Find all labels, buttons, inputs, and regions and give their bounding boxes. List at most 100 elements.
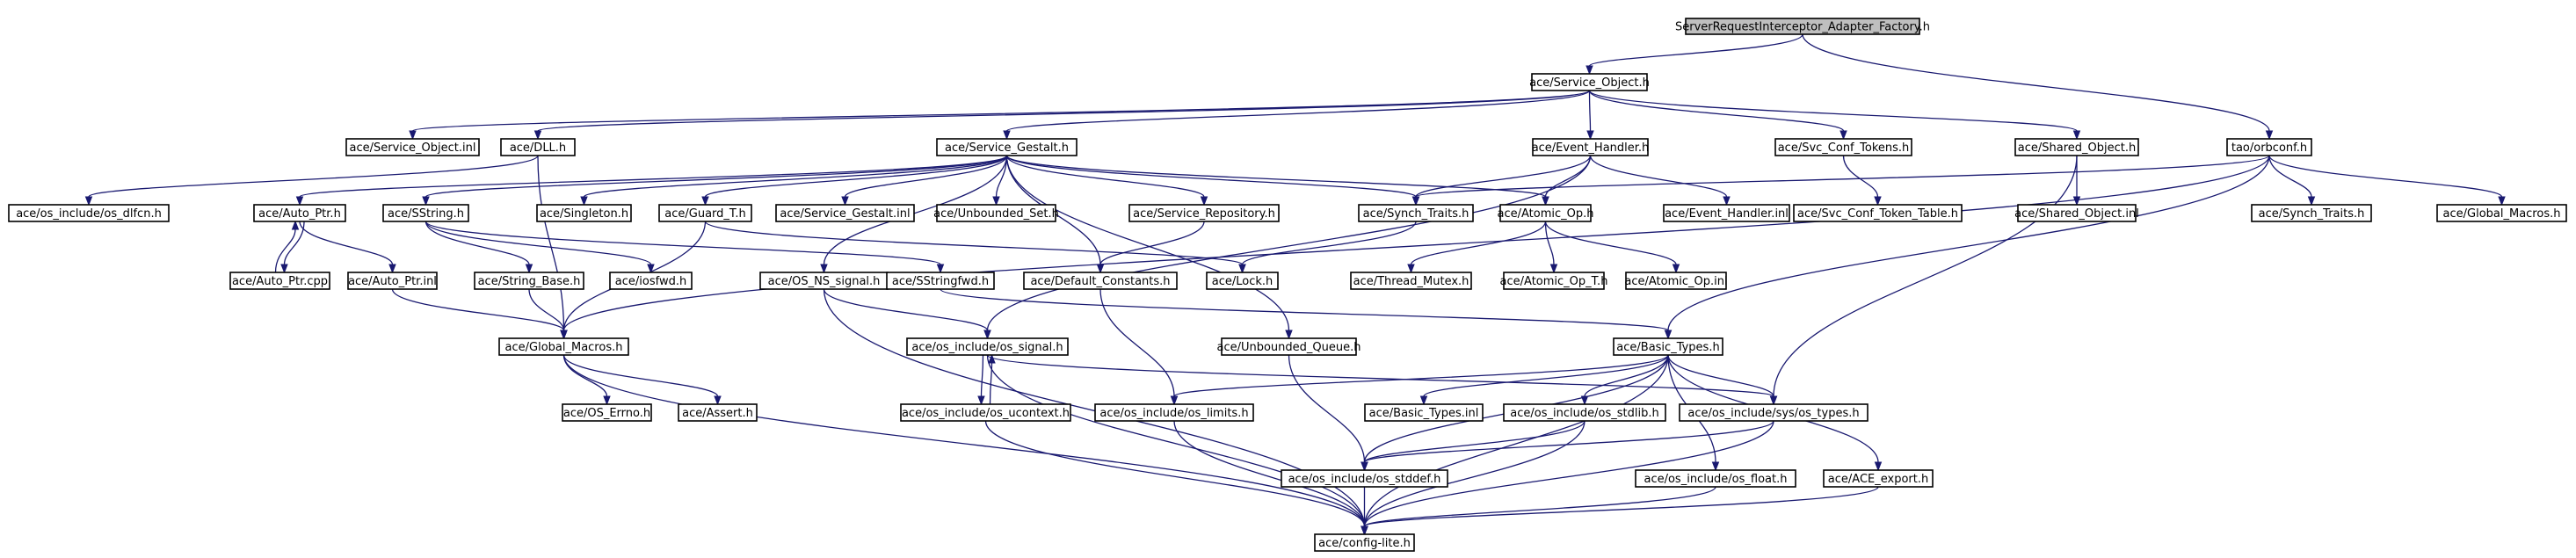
edge-atomic_op_h-to-atomic_op_t_h [1544,221,1558,274]
node-label: ace/Auto_Ptr.cpp [232,275,328,288]
edge-line [1099,221,1205,265]
node-os-limits-h[interactable]: ace/os_include/os_limits.h [1094,403,1254,422]
edge-sstring_h-to-sstringfwd_h [424,221,945,274]
edge-line [537,90,1591,132]
edge-root-to-orbconf_h [1802,33,2274,141]
edge-sstring_h-to-string_base_h [424,221,533,274]
edge-line [1589,155,1728,198]
node-box [1685,18,1920,35]
arrowhead [560,330,568,340]
node-lock-h[interactable]: ace/Lock.h [1206,272,1279,290]
edge-os_signal_h-to-config_lite_h [986,354,1368,536]
node-shared-object-inl[interactable]: ace/Shared_Object.inl [2014,204,2139,222]
node-os-signal-h[interactable]: ace/os_include/os_signal.h [906,337,1069,356]
node-shared-object-h[interactable]: ace/Shared_Object.h [2014,138,2139,156]
edge-basic_types_h-to-sys_os_types_h [1667,354,1778,406]
node-service-gestalt-inl[interactable]: ace/Service_Gestalt.inl [775,204,915,222]
arrowhead [1672,264,1680,274]
node-assert-h[interactable]: ace/Assert.h [678,403,758,422]
node-auto-ptr-inl[interactable]: ace/Auto_Ptr.inl [347,272,438,290]
node-auto-ptr-h[interactable]: ace/Auto_Ptr.h [253,204,346,222]
node-label: ace/Assert.h [682,407,753,420]
node-box [1314,533,1415,552]
node-orbconf-h[interactable]: tao/orbconf.h [2226,138,2312,156]
edge-atomic_op_h-to-atomic_op_inl [1544,221,1680,274]
node-label: ace/Basic_Types.h [1616,341,1719,354]
node-sstringfwd-h[interactable]: ace/SStringfwd.h [886,272,995,290]
node-ace-export-h[interactable]: ace/ACE_export.h [1823,469,1934,488]
arrowhead [1407,264,1415,274]
node-atomic-op-h[interactable]: ace/Atomic_Op.h [1498,204,1594,222]
node-auto-ptr-cpp[interactable]: ace/Auto_Ptr.cpp [229,272,330,290]
node-label: tao/orbconf.h [2231,141,2307,155]
node-guard-t-h[interactable]: ace/Guard_T.h [658,204,752,222]
edge-service_gestalt_h-to-service_gestalt_inl [841,155,1008,207]
node-label: ace/Service_Gestalt.h [945,141,1069,155]
node-label: ace/Service_Gestalt.inl [780,207,910,221]
node-synch-traits-h[interactable]: ace/Synch_Traits.h [1358,204,1474,222]
node-event-handler-inl[interactable]: ace/Event_Handler.inl [1663,204,1790,222]
node-string-base-h[interactable]: ace/String_Base.h [474,272,584,290]
node-global-macros-ext[interactable]: ace/Global_Macros.h [2436,204,2567,222]
node-box [1613,337,1723,356]
edge-service_gestalt_h-to-atomic_op_h [1005,155,1549,207]
node-unbounded-set-h[interactable]: ace/Unbounded_Set.h [933,204,1059,222]
node-label: ace/os_include/os_stddef.h [1288,473,1441,486]
edge-sstring_h-to-iosfwd_h [424,221,655,274]
node-box [1635,469,1796,488]
node-root[interactable]: ServerRequestInterceptor_Adapter_Factory… [1675,18,1930,35]
node-event-handler-h[interactable]: ace/Event_Handler.h [1532,138,1650,156]
node-os-stddef-h[interactable]: ace/os_include/os_stddef.h [1281,469,1448,488]
node-os-float-h[interactable]: ace/os_include/os_float.h [1635,469,1796,488]
node-svc-conf-tokens-h[interactable]: ace/Svc_Conf_Tokens.h [1774,138,1912,156]
node-service-gestalt-h[interactable]: ace/Service_Gestalt.h [936,138,1078,156]
node-basic-types-h[interactable]: ace/Basic_Types.h [1613,337,1723,356]
arrowhead [525,264,533,274]
node-sys-os-types-h[interactable]: ace/os_include/sys/os_types.h [1679,403,1869,422]
node-atomic-op-t-h[interactable]: ace/Atomic_Op_T.h [1500,272,1608,290]
node-sstring-h[interactable]: ace/SString.h [382,204,469,222]
node-svc-conf-token-table-h[interactable]: ace/Svc_Conf_Token_Table.h [1793,204,1963,222]
arrowhead [820,264,828,274]
node-default-constants-h[interactable]: ace/Default_Constants.h [1023,272,1178,290]
node-box [345,138,480,156]
arrowhead [2072,130,2081,141]
node-box [2251,204,2372,222]
edge-line [1363,420,1586,527]
node-singleton-h[interactable]: ace/Singleton.h [536,204,632,222]
node-service-object-h[interactable]: ace/Service_Object.h [1529,73,1650,91]
node-box [900,403,1071,422]
node-iosfwd-h[interactable]: ace/iosfwd.h [609,272,693,290]
edge-orbconf_h-to-global_macros_h [560,155,2270,340]
node-box [775,204,915,222]
node-os-dlfcn-h[interactable]: ace/os_include/os_dlfcn.h [8,204,170,222]
node-label: ace/Global_Macros.h [2443,207,2561,221]
node-box [2436,204,2567,222]
node-synch-traits-ext[interactable]: ace/Synch_Traits.h [2251,204,2372,222]
node-os-stdlib-h[interactable]: ace/os_include/os_stdlib.h [1503,403,1666,422]
arrowhead [1170,395,1179,406]
edge-line [1099,288,1175,397]
edge-basic_types_h-to-basic_types_inl [1419,354,1669,406]
edge-service_object_h-to-shared_object_h [1588,90,2081,141]
node-service-object-inl[interactable]: ace/Service_Object.inl [345,138,480,156]
edge-orbconf_h-to-basic_types_h [1664,155,2270,340]
node-thread-mutex-h[interactable]: ace/Thread_Mutex.h [1350,272,1472,290]
arrowhead [1096,264,1105,274]
edge-line [1415,155,1592,198]
arrowhead [1361,525,1368,536]
node-service-repository-h[interactable]: ace/Service_Repository.h [1128,204,1280,222]
node-os-ucontext-h[interactable]: ace/os_include/os_ucontext.h [900,403,1071,422]
node-os-ns-signal-h[interactable]: ace/OS_NS_signal.h [759,272,889,290]
node-unbounded-queue-h[interactable]: ace/Unbounded_Queue.h [1216,337,1361,356]
edge-line [1363,354,1669,527]
node-global-macros-h[interactable]: ace/Global_Macros.h [498,337,629,356]
node-config-lite-h[interactable]: ace/config-lite.h [1314,533,1415,552]
node-label: ace/OS_NS_signal.h [768,275,881,288]
edge-line [562,155,2270,331]
arrowhead [1874,461,1883,472]
node-dll-h[interactable]: ace/DLL.h [500,138,576,156]
node-basic-types-inl[interactable]: ace/Basic_Types.inl [1364,403,1484,422]
node-os-errno-h[interactable]: ace/OS_Errno.h [562,403,652,422]
node-atomic-op-inl[interactable]: ace/Atomic_Op.inl [1624,272,1728,290]
